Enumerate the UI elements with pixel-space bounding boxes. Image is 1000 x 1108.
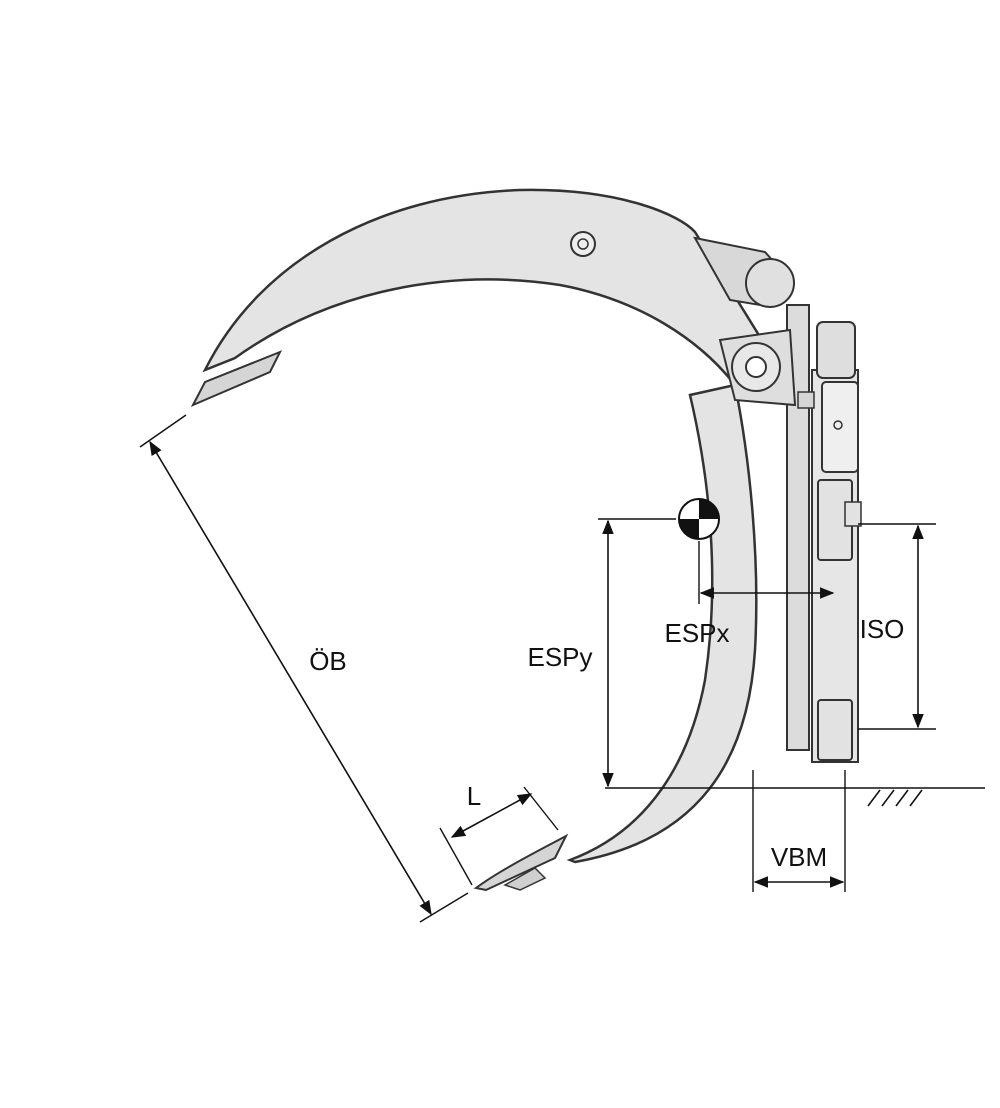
lower-arm — [473, 328, 797, 892]
fitting — [797, 391, 815, 409]
lower-hook — [817, 699, 853, 761]
dimension-l: L — [439, 781, 559, 886]
ground-hatch — [867, 789, 923, 807]
dimension-espx: ESPx — [664, 541, 835, 648]
upper-arm-body — [202, 188, 767, 388]
main-pivot-inner — [745, 356, 767, 378]
dimension-ob: ÖB — [139, 414, 469, 923]
center-of-gravity-icon — [678, 498, 720, 540]
carriage-assembly — [786, 304, 862, 763]
ob-extension-top — [139, 414, 187, 448]
dimension-espy: ESPy — [527, 518, 676, 788]
dimension-iso: ISO — [858, 523, 936, 730]
ob-label: ÖB — [309, 646, 347, 676]
vbm-label: VBM — [771, 842, 827, 872]
side-stop — [844, 501, 862, 527]
ob-extension-bottom — [419, 892, 469, 923]
l-extension-left — [439, 827, 473, 886]
espx-label: ESPx — [664, 618, 729, 648]
back-plate — [786, 304, 810, 751]
ground-reference — [605, 787, 985, 807]
upper-arm — [190, 188, 795, 408]
l-label: L — [467, 781, 481, 811]
upper-arm-bolt-inner — [577, 238, 589, 250]
ob-dimension-line — [149, 440, 432, 916]
motor-housing — [816, 321, 856, 379]
lower-tip-pad — [473, 833, 569, 892]
dimension-vbm: VBM — [752, 770, 846, 892]
valve-block — [821, 381, 859, 473]
valve-bolt — [833, 420, 843, 430]
upper-arm-bolt — [570, 231, 596, 257]
upper-tip-pad — [190, 350, 283, 408]
iso-label: ISO — [860, 614, 905, 644]
espy-label: ESPy — [527, 642, 592, 672]
cylinder-pivot — [745, 258, 795, 308]
l-dimension-line — [450, 793, 533, 838]
lower-tip-bracket — [503, 867, 547, 891]
l-extension-right — [523, 786, 559, 831]
